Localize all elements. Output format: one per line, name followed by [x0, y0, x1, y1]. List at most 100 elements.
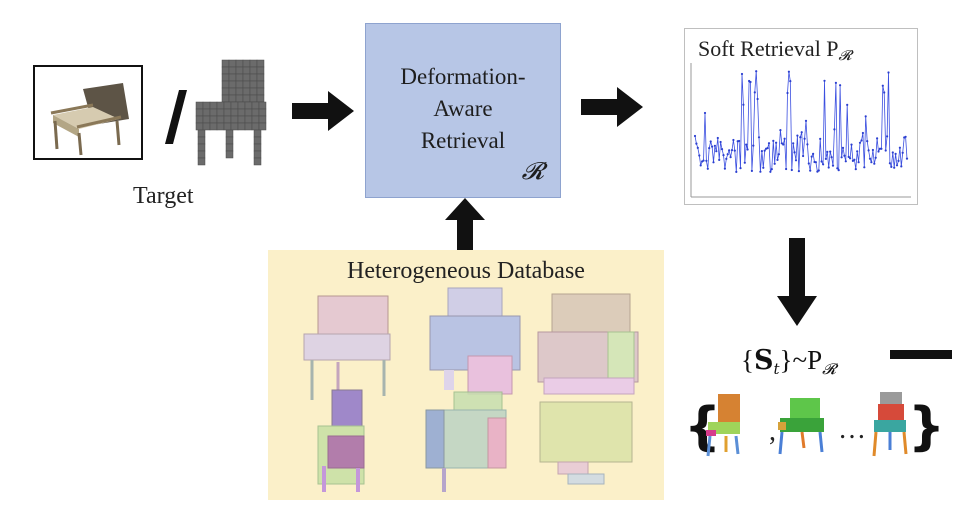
distribution-point — [876, 137, 879, 140]
arrow-right-icon — [292, 91, 354, 131]
distribution-point — [796, 134, 799, 137]
distribution-point — [756, 97, 759, 101]
distribution-point — [715, 150, 718, 153]
distribution-point — [699, 164, 702, 167]
distribution-point — [846, 103, 849, 106]
distribution-point — [847, 155, 850, 158]
distribution-point — [833, 128, 836, 131]
distribution-point — [720, 148, 724, 151]
voxel — [249, 87, 258, 96]
distribution-point — [894, 152, 897, 155]
distribution-point — [840, 156, 843, 159]
distribution-points — [693, 70, 909, 173]
retrieval-module-box: Deformation- Aware Retrieval 𝓡 — [365, 23, 561, 198]
distribution-point — [790, 168, 793, 172]
continuation-dash — [890, 350, 952, 359]
voxel — [228, 80, 237, 89]
distribution-point — [854, 168, 857, 171]
distribution-point — [871, 148, 874, 152]
distribution-point — [856, 150, 859, 153]
soft-retrieval-title: Soft Retrieval P𝓡 — [698, 36, 852, 64]
distribution-point — [836, 167, 839, 170]
voxel — [225, 150, 234, 159]
voxel — [242, 94, 251, 103]
voxel — [249, 94, 258, 103]
voxel — [230, 122, 239, 131]
distribution-point — [775, 141, 778, 144]
distribution-point — [735, 170, 738, 173]
distribution-point — [760, 150, 763, 153]
distribution-point — [708, 147, 711, 150]
voxel — [197, 129, 206, 138]
voxel — [237, 101, 246, 110]
distribution-point — [809, 169, 812, 172]
distribution-point — [785, 167, 788, 171]
voxel — [195, 122, 204, 131]
voxel — [197, 136, 206, 145]
voxel — [258, 101, 267, 110]
voxel — [225, 129, 234, 138]
voxel — [242, 66, 251, 75]
voxel — [225, 143, 234, 152]
distribution-point — [881, 84, 884, 87]
set-symbol: S — [753, 345, 774, 376]
distribution-point — [891, 151, 894, 154]
distribution-point — [830, 156, 833, 159]
soft-retrieval-distribution — [690, 63, 911, 198]
voxel — [230, 101, 239, 110]
voxel — [230, 108, 239, 117]
distribution-point — [897, 159, 900, 162]
voxel — [228, 66, 237, 75]
distribution-point — [822, 163, 825, 166]
distribution-point — [705, 159, 708, 162]
distribution-point — [793, 151, 796, 154]
distribution-point — [827, 166, 830, 169]
distribution-point — [752, 144, 755, 147]
distribution-point — [860, 139, 863, 142]
distribution-point — [782, 143, 785, 146]
distribution-point — [712, 161, 715, 164]
distribution-point — [834, 81, 837, 84]
distribution-point — [806, 143, 809, 146]
voxel — [256, 59, 265, 68]
distribution-point — [810, 155, 813, 158]
distribution-point — [807, 162, 810, 165]
slash-separator — [163, 88, 189, 151]
set-close-brace: } — [779, 345, 793, 375]
distribution-point — [776, 158, 779, 161]
distribution-point — [749, 80, 752, 84]
distribution-point — [874, 156, 877, 159]
voxel — [242, 59, 251, 68]
voxel — [256, 66, 265, 75]
target-label: Target — [133, 183, 194, 209]
distribution-point — [763, 149, 766, 152]
distribution-point — [787, 70, 790, 73]
distribution-point — [732, 138, 735, 142]
distribution-point — [803, 137, 806, 140]
voxel — [223, 122, 232, 131]
distribution-point — [887, 71, 890, 74]
voxel — [216, 101, 225, 110]
set-open-brace: { — [741, 345, 754, 375]
sampled-chair-1 — [706, 394, 740, 457]
distribution-point — [716, 136, 719, 140]
distribution-point — [753, 91, 756, 94]
sampled-chair-2 — [778, 398, 824, 455]
distribution-point — [901, 151, 904, 154]
distribution-point — [893, 166, 896, 169]
distribution-point — [866, 140, 869, 143]
voxel — [202, 122, 211, 131]
set-symbol-sub: t — [773, 360, 780, 378]
retrieval-label-line-2: Aware — [433, 96, 493, 121]
distribution-point — [769, 170, 772, 173]
distribution-point — [696, 146, 699, 149]
distribution-point — [777, 153, 780, 156]
arrow-down-icon — [777, 238, 817, 326]
distribution-point — [746, 148, 749, 151]
voxel — [209, 101, 218, 110]
voxel — [253, 129, 262, 138]
distribution-point — [789, 80, 792, 83]
distribution-point — [820, 160, 823, 163]
voxel — [223, 108, 232, 117]
voxel — [249, 66, 258, 75]
